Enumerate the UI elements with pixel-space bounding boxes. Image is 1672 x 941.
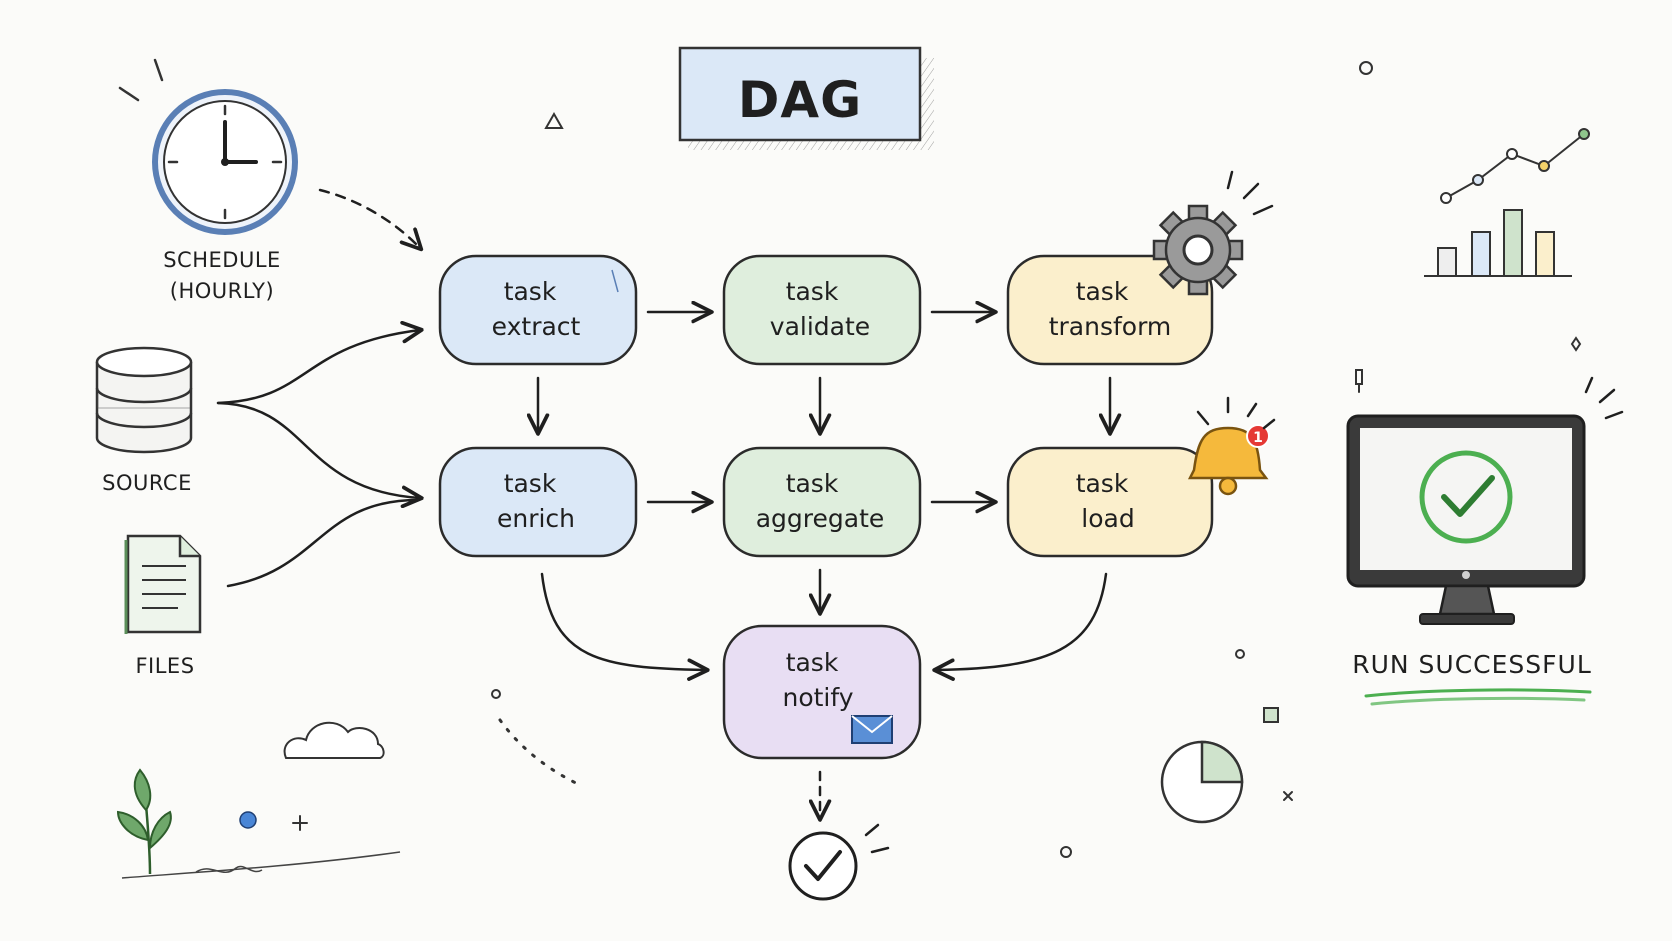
cloud-icon	[283, 721, 385, 759]
page-title: DAG	[738, 71, 862, 129]
bell-icon: 1	[1187, 396, 1276, 496]
task-prefix: task	[786, 469, 839, 498]
task-name: enrich	[497, 504, 575, 533]
task-name: load	[1081, 504, 1134, 533]
schedule-label: SCHEDULE	[163, 248, 281, 272]
plant-icon	[116, 768, 401, 879]
task-name: notify	[782, 683, 853, 712]
monitor-icon	[1346, 376, 1624, 625]
envelope-icon	[851, 715, 893, 744]
task-prefix: task	[786, 648, 839, 677]
task-node-enrich[interactable]: task enrich	[438, 446, 638, 558]
check-circle-icon	[788, 823, 890, 901]
task-node-load[interactable]: task load	[1006, 446, 1214, 558]
task-prefix: task	[504, 277, 557, 306]
gear-icon	[1152, 204, 1244, 296]
task-node-aggregate[interactable]: task aggregate	[722, 446, 922, 558]
file-icon	[124, 534, 202, 634]
bell-badge-count: 1	[1253, 430, 1263, 446]
input-connectors	[216, 188, 424, 588]
files-label: FILES	[135, 654, 194, 678]
task-edges	[526, 300, 1122, 822]
run-status-underline	[1364, 688, 1592, 706]
database-icon	[95, 346, 193, 454]
run-status-label: RUN SUCCESSFUL	[1352, 650, 1592, 679]
task-prefix: task	[1076, 277, 1129, 306]
task-name: extract	[492, 312, 581, 341]
task-name: aggregate	[756, 504, 885, 533]
title-card: DAG	[678, 46, 934, 150]
chart-icon	[1424, 128, 1590, 277]
source-label: SOURCE	[102, 471, 192, 495]
task-node-notify[interactable]: task notify	[722, 624, 922, 760]
task-name: transform	[1049, 312, 1172, 341]
task-prefix: task	[1076, 469, 1129, 498]
task-node-validate[interactable]: task validate	[722, 254, 922, 366]
task-prefix: task	[786, 277, 839, 306]
gear-motion-lines	[1226, 170, 1274, 216]
task-prefix: task	[504, 469, 557, 498]
decorations	[292, 61, 1582, 858]
task-node-transform[interactable]: task transform	[1006, 254, 1214, 366]
blue-dot	[239, 811, 257, 829]
success-check-icon	[1419, 450, 1513, 544]
schedule-frequency-label: (HOURLY)	[170, 279, 274, 303]
task-node-extract[interactable]: task extract	[438, 254, 638, 366]
pie-icon	[1160, 740, 1244, 824]
task-name: validate	[770, 312, 870, 341]
clock-icon	[118, 58, 298, 235]
